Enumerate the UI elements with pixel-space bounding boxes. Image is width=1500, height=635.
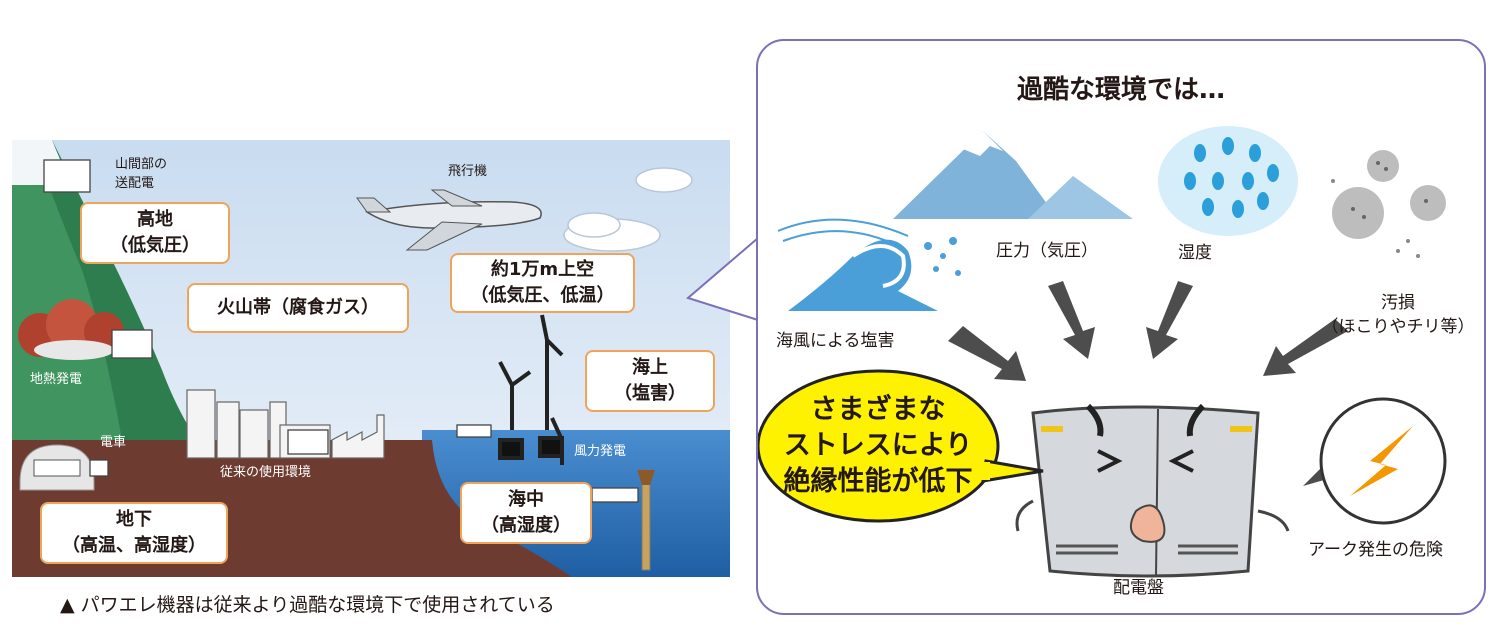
harsh-environment-panel: 過酷な環境では… xyxy=(756,39,1486,615)
label-airplane: 飛行機 xyxy=(448,164,488,179)
callout-underground: 地下 （高温、高湿度） xyxy=(40,502,228,564)
mountain-icon xyxy=(893,131,1133,219)
callout-sea-surface: 海上 （塩害） xyxy=(585,350,715,412)
callout-highland: 高地 （低気圧） xyxy=(80,202,230,264)
callout-undersea: 海中 （高湿度） xyxy=(460,482,592,544)
bubble-text: さまざまな ストレスにより 絶縁性能が低下 xyxy=(783,394,973,497)
label-wind-power: 風力発電 xyxy=(574,444,627,459)
warning-bubble xyxy=(758,369,1044,523)
stress-arrows xyxy=(948,281,1348,381)
label-pressure: 圧力（気圧） xyxy=(996,241,1098,261)
wind-turbine-icons xyxy=(498,314,564,465)
panel-pointer xyxy=(685,237,759,321)
humidity-icon xyxy=(1158,126,1298,236)
label-mountain-power: 山間部の 送配電 xyxy=(115,157,168,191)
label-train: 電車 xyxy=(100,435,127,450)
callout-volcano: 火山帯（腐食ガス） xyxy=(187,283,409,333)
environment-illustration: 山間部の 送配電 飛行機 地熱発電 電車 従来の使用環境 風力発電 高地 （低気… xyxy=(12,140,730,577)
airplane-icon xyxy=(356,189,542,251)
dirt-icon xyxy=(1331,150,1446,258)
label-conventional: 従来の使用環境 xyxy=(220,465,312,480)
panel-title: 過酷な環境では… xyxy=(1016,75,1225,105)
figure-caption: ▲ パワエレ機器は従来より過酷な環境下で使用されている xyxy=(60,594,555,616)
wave-icon xyxy=(777,218,961,311)
callout-altitude: 約1万m上空 （低気圧、低温） xyxy=(450,253,635,313)
label-arc-danger: アーク発生の危険 xyxy=(1308,540,1443,560)
label-dirt: 汚損 （ほこりやチリ等） xyxy=(1321,293,1475,337)
label-geothermal: 地熱発電 xyxy=(30,372,83,387)
label-humidity: 湿度 xyxy=(1178,243,1212,263)
label-switchboard: 配電盤 xyxy=(1113,578,1164,598)
panel-illustration xyxy=(758,126,1447,578)
arc-icon xyxy=(1303,397,1447,525)
substation-icons xyxy=(43,159,639,503)
switchboard-icon xyxy=(1015,403,1290,578)
label-salt-damage: 海風による塩害 xyxy=(776,331,895,351)
